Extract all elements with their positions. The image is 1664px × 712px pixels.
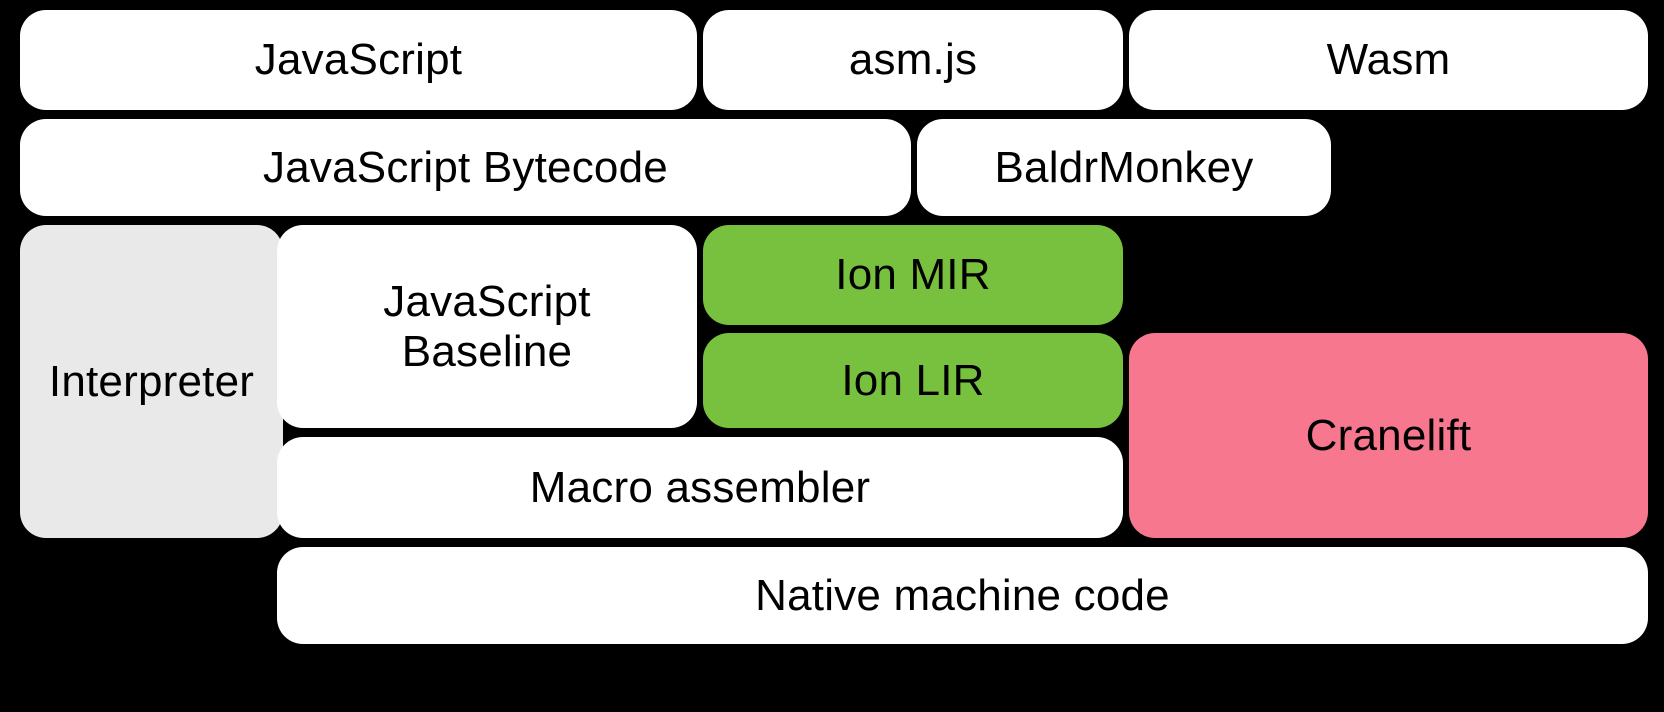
node-javascript: JavaScript bbox=[20, 10, 697, 110]
node-ion-mir: Ion MIR bbox=[703, 225, 1123, 325]
node-javascript-bytecode: JavaScript Bytecode bbox=[20, 119, 911, 216]
node-asmjs: asm.js bbox=[703, 10, 1123, 110]
node-cranelift: Cranelift bbox=[1129, 333, 1648, 538]
node-javascript-baseline: JavaScript Baseline bbox=[277, 225, 697, 428]
node-wasm: Wasm bbox=[1129, 10, 1648, 110]
node-interpreter: Interpreter bbox=[20, 225, 283, 538]
node-macro-assembler: Macro assembler bbox=[277, 437, 1123, 538]
node-ion-lir: Ion LIR bbox=[703, 333, 1123, 428]
node-native-machine-code: Native machine code bbox=[277, 547, 1648, 644]
node-baldrmonkey: BaldrMonkey bbox=[917, 119, 1331, 216]
